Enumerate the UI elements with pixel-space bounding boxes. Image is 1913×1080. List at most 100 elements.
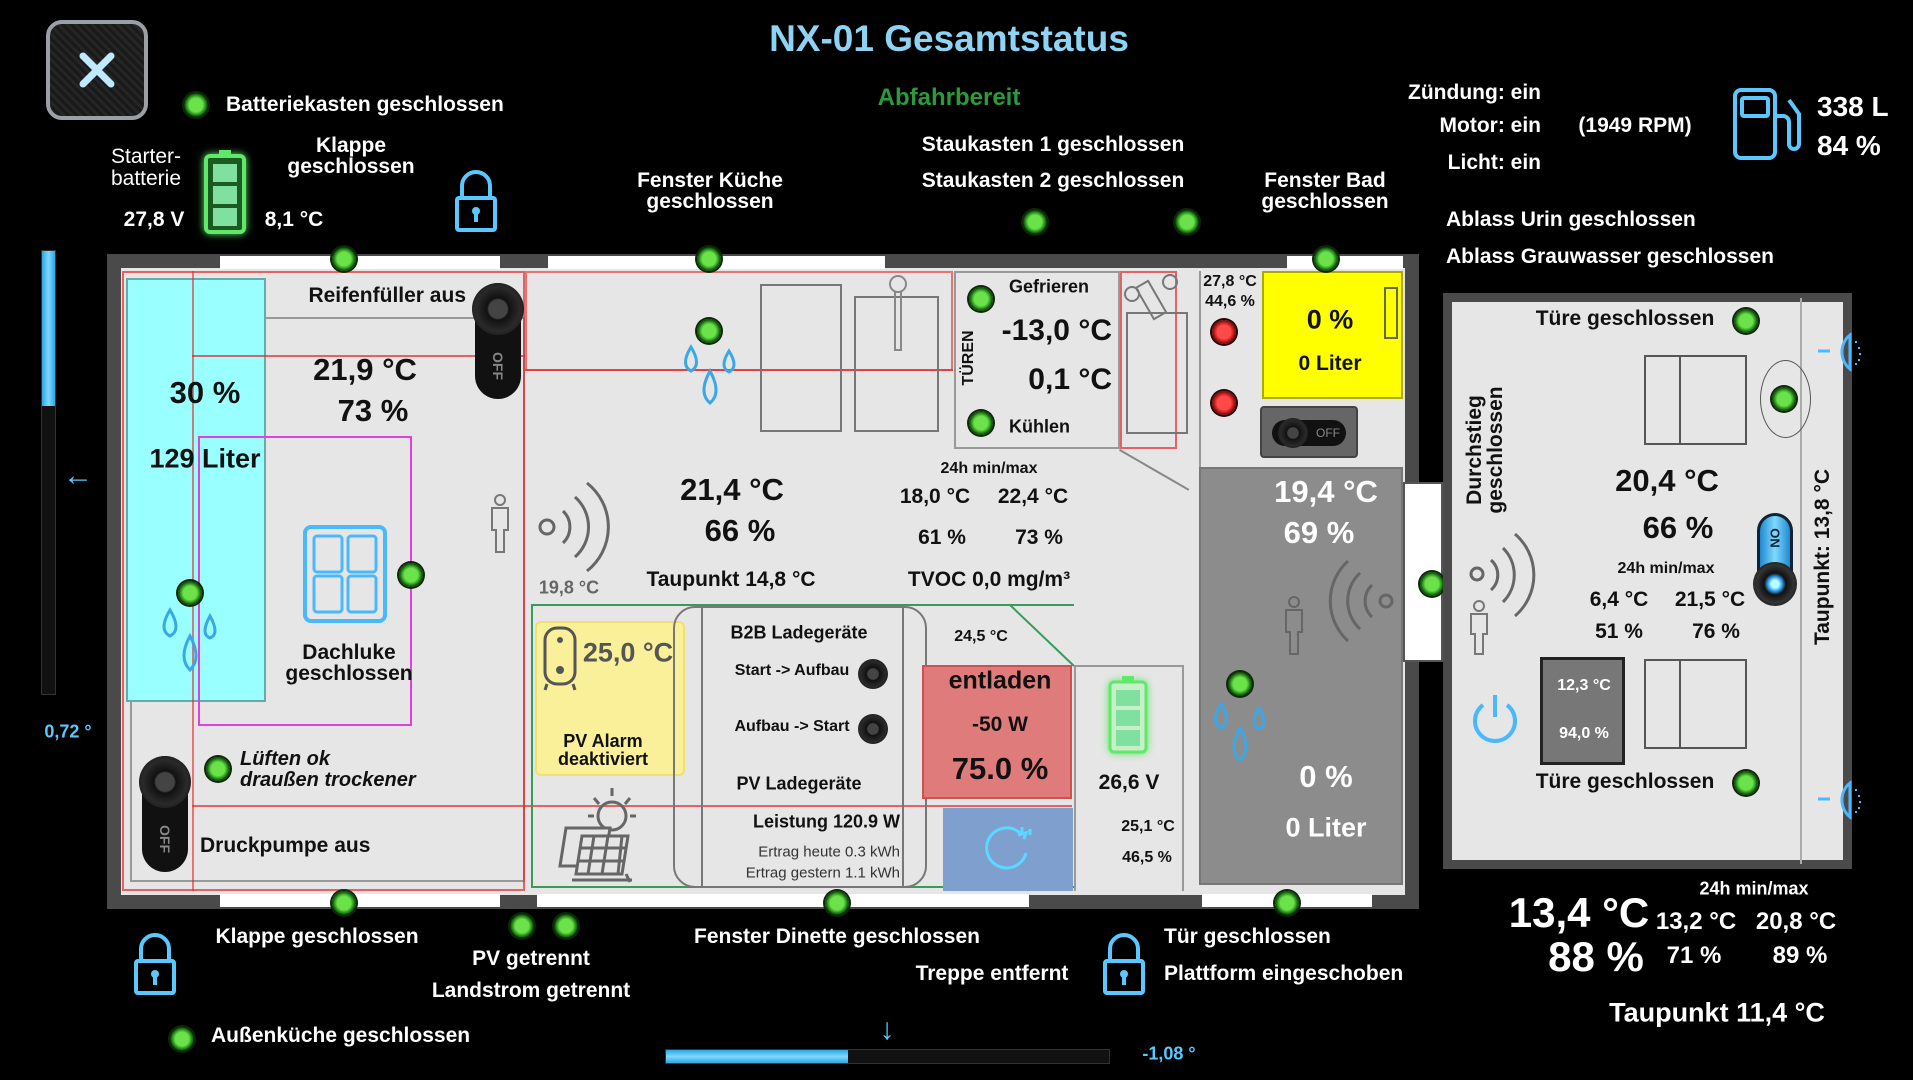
window-strip — [1287, 256, 1403, 269]
lock-icon — [455, 170, 497, 232]
dinette-window-led — [825, 891, 849, 915]
person-icon — [1470, 600, 1488, 655]
pitch-angle: -1,08 ° — [1142, 1043, 1196, 1064]
sensor-temp: 19,8 °C — [538, 577, 600, 598]
sink-outline — [854, 296, 939, 432]
toggle-knob — [1278, 418, 1308, 448]
freezer-label: Gefrieren — [1009, 276, 1090, 297]
tire-inflator-label: Reifenfüller aus — [308, 284, 466, 307]
shore-power-box[interactable] — [943, 808, 1073, 891]
motion-sensor-icon — [1469, 532, 1536, 618]
bedroom-minmax-label: 24h min/max — [1617, 560, 1715, 577]
roll-bar-fill — [42, 251, 55, 407]
person-icon — [1285, 596, 1303, 655]
living-temp: 21,9 °C — [313, 352, 417, 387]
shower-head-icon — [1124, 274, 1178, 321]
house-battery-icon — [1108, 676, 1148, 754]
starter-temp: 8,1 °C — [264, 208, 324, 231]
pv-alarm-line1: PV Alarm — [563, 731, 643, 751]
grey-tank-percent: 0 % — [1299, 759, 1353, 794]
ventilation-led — [206, 757, 230, 781]
roll-bar — [41, 250, 56, 695]
skylight-led — [399, 563, 423, 587]
outside-dewpoint: Taupunkt 11,4 °C — [1609, 997, 1825, 1028]
vent-line2: draußen trockener — [240, 769, 416, 791]
pv-alarm-line2: deaktiviert — [557, 749, 649, 769]
outside-humidity: 88 % — [1548, 933, 1644, 980]
outside-temp-max: 20,8 °C — [1755, 908, 1837, 935]
charger-divider — [701, 606, 703, 888]
black-tank-toggle[interactable]: OFF — [1260, 406, 1358, 458]
flap-line1: Klappe — [315, 134, 387, 157]
close-button[interactable] — [46, 20, 148, 120]
lamp-icon[interactable] — [1818, 331, 1868, 373]
drain-grey-status: Ablass Grauwasser geschlossen — [1446, 245, 1774, 268]
hatch-line1: Durchstieg — [1463, 395, 1486, 505]
drain-urine-status: Ablass Urin geschlossen — [1446, 208, 1696, 231]
b2b-living-to-start: Aufbau -> Start — [734, 718, 850, 735]
bedroom-divider — [1800, 298, 1802, 864]
pv-disconnected-label: PV getrennt — [472, 947, 590, 970]
b2b-title: B2B Ladegeräte — [730, 622, 868, 643]
lamp-icon[interactable] — [1818, 779, 1868, 821]
fuel-percent: 84 % — [1817, 130, 1881, 161]
battery-soc: 75.0 % — [951, 751, 1049, 786]
bedroom-temp-min: 6,4 °C — [1589, 588, 1649, 611]
toggle-on-label: ON — [1767, 528, 1783, 548]
bath-window-line2: geschlossen — [1261, 190, 1389, 213]
battery-state: entladen — [948, 666, 1052, 695]
pump-label: Druckpumpe aus — [200, 834, 371, 857]
kitchen-window-led — [697, 247, 721, 271]
boiler-temp: 25,0 °C — [582, 637, 674, 668]
engine-rpm: (1949 RPM) — [1578, 114, 1692, 137]
fuel-liters: 338 L — [1817, 91, 1889, 122]
bath-room-temp: 19,4 °C — [1274, 474, 1378, 509]
close-icon — [79, 52, 115, 88]
tank-gauge — [1384, 287, 1398, 339]
outdoor-kitchen-led — [170, 1027, 194, 1051]
black-water-tank — [1262, 271, 1403, 399]
red-line — [192, 355, 525, 357]
starter-battery-label: Starter- batterie — [111, 146, 181, 190]
outside-temp-min: 13,2 °C — [1655, 908, 1737, 935]
floor-plan-interior — [121, 268, 1405, 895]
bed-divider — [1679, 661, 1681, 747]
bath-room-humidity: 69 % — [1283, 515, 1355, 550]
battery-box-led — [184, 93, 208, 117]
starter-battery-icon — [204, 150, 246, 234]
tire-inflator-toggle[interactable]: OFF — [472, 283, 524, 399]
bedroom-dewpoint: Taupunkt: 13,8 °C — [1811, 468, 1834, 646]
pv-yield-yesterday: Ertrag gestern 1.1 kWh — [745, 864, 900, 882]
battery-room-temp: 24,5 °C — [954, 628, 1008, 645]
pump-toggle[interactable]: OFF — [139, 756, 191, 872]
storage-1-label: Staukasten 1 geschlossen — [921, 133, 1185, 156]
bedroom-door-top-label: Türe geschlossen — [1535, 307, 1715, 330]
solar-panel-icon — [558, 788, 636, 883]
flap-top-led — [332, 247, 356, 271]
shore-power-plug-icon — [985, 826, 1032, 870]
outside-hum-min: 71 % — [1666, 942, 1722, 969]
sub-sensor-temp: 12,3 °C — [1557, 677, 1611, 694]
house-battery-voltage: 26,6 V — [1098, 771, 1160, 794]
fridge-panel — [954, 271, 1120, 449]
main-minmax-label: 24h min/max — [940, 460, 1038, 477]
dinette-window-label: Fenster Dinette geschlossen — [694, 925, 980, 948]
motion-sensor-icon — [1328, 559, 1394, 643]
black-tank-percent: 0 % — [1306, 304, 1354, 335]
main-dewpoint: Taupunkt 14,8 °C — [646, 568, 816, 591]
left-arrow-icon: ← — [63, 459, 93, 492]
pv-yield-today: Ertrag heute 0.3 kWh — [758, 843, 900, 861]
starter-voltage: 27,8 V — [123, 208, 185, 231]
b2b-living-to-start-indicator — [858, 714, 888, 744]
bedroom-door-bottom-led — [1734, 771, 1758, 795]
fridge-doors-label: TÜREN — [960, 330, 977, 386]
toggle-knob — [1753, 562, 1797, 606]
b2b-start-to-living-indicator — [858, 659, 888, 689]
fridge-label: Kühlen — [1009, 416, 1070, 437]
sub-sensor-box — [1540, 657, 1625, 765]
power-icon[interactable] — [1470, 693, 1520, 743]
bedroom-toggle[interactable]: ON — [1753, 513, 1797, 606]
water-drops-icon — [162, 607, 217, 673]
toggle-knob — [472, 283, 524, 335]
